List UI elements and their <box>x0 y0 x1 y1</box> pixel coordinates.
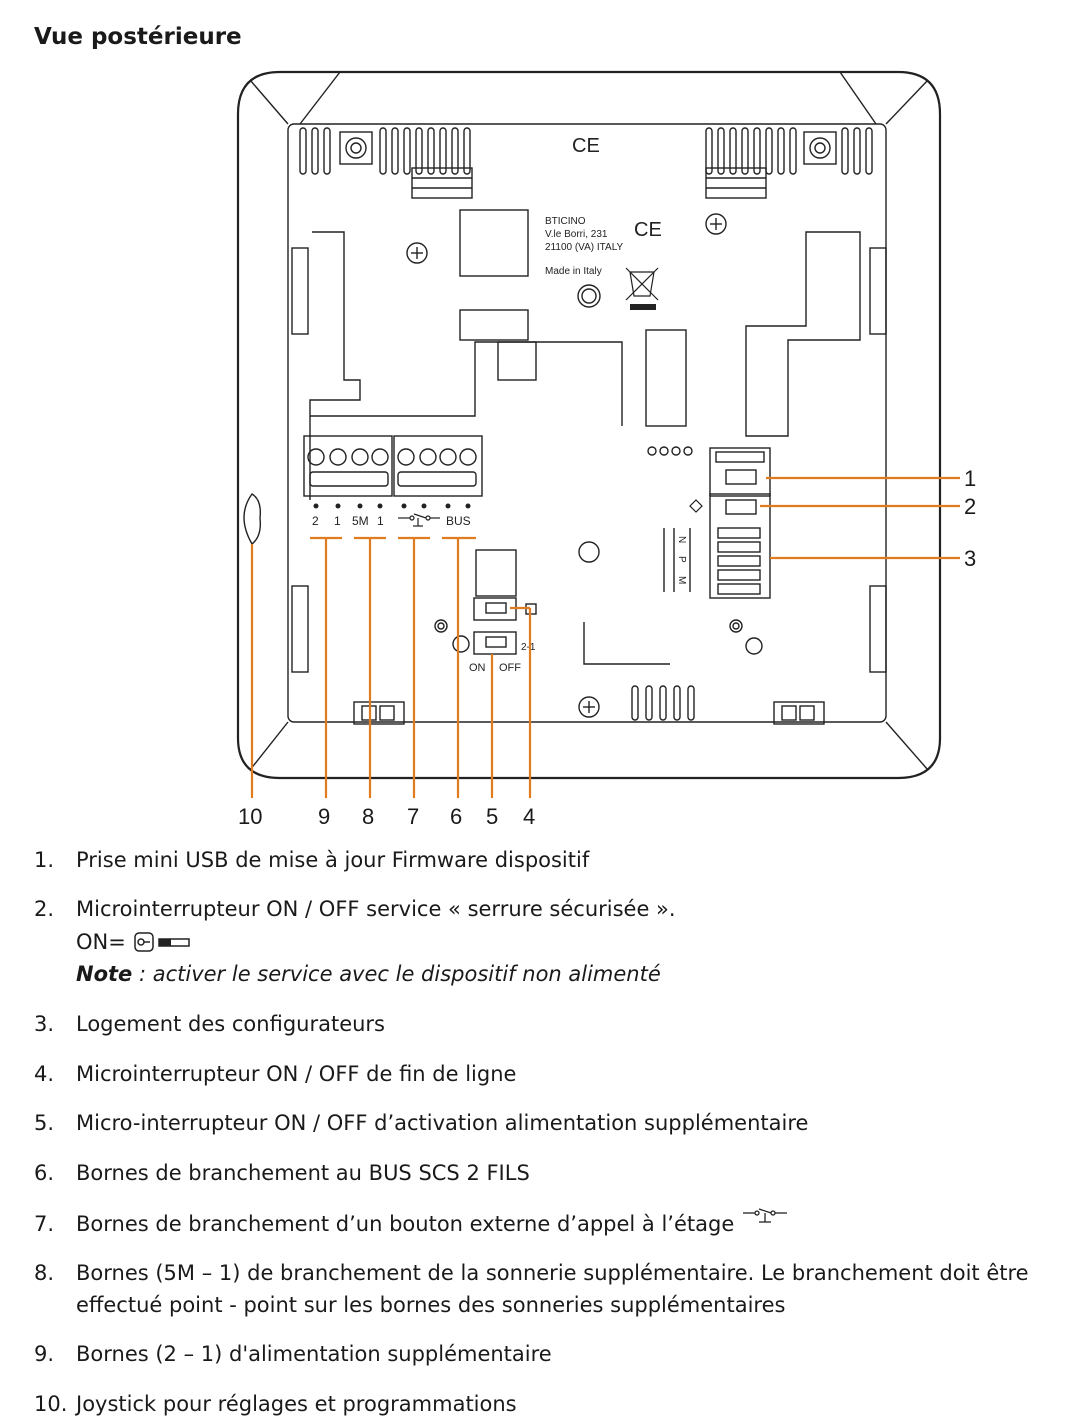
joystick <box>243 493 262 546</box>
legend-text-5: Micro-interrupteur ON / OFF d’activation… <box>76 1111 809 1135</box>
legend-item-1: 1.Prise mini USB de mise à jour Firmware… <box>34 848 590 872</box>
legend-item-3: 3.Logement des configurateurs <box>34 1012 386 1036</box>
vent-slots-top-left <box>299 127 471 175</box>
legend-item-8: 8.Bornes (5M – 1) de branchement de la s… <box>34 1261 1029 1285</box>
screw-bottom <box>578 696 600 718</box>
device-outer-frame <box>236 70 942 780</box>
config-letter-p: P <box>676 556 687 563</box>
callout-5: 5 <box>486 804 498 829</box>
ce-mark-label: CE <box>634 219 662 241</box>
callout-10: 10 <box>238 804 262 829</box>
device-rear-view-diagram: CE BTICINO V.le Borri, 231 21100 (VA) IT… <box>236 70 976 829</box>
device-inner-panel <box>287 123 887 723</box>
page-title: Vue postérieure <box>34 24 242 50</box>
legend-item-8-cont: effectué point - point sur les bornes de… <box>76 1293 786 1317</box>
maker-label: BTICINO <box>545 216 586 227</box>
switch-2-1-label: 2-1 <box>521 642 536 653</box>
terminal-label-1b: 1 <box>377 514 384 528</box>
legend-text-7: Bornes de branchement d’un bouton extern… <box>76 1212 735 1236</box>
callout-3: 3 <box>964 546 976 571</box>
usb-port-housing <box>709 447 771 497</box>
legend-item-9: 9.Bornes (2 – 1) d'alimentation suppléme… <box>34 1342 552 1366</box>
city-label: 21100 (VA) ITALY <box>545 242 624 253</box>
vent-slots-top-right <box>705 127 873 175</box>
terminal-label-2: 2 <box>312 514 319 528</box>
legend-text-6: Bornes de branchement au BUS SCS 2 FILS <box>76 1161 530 1185</box>
call-button-symbol-icon <box>398 513 440 527</box>
screw-left <box>406 242 428 264</box>
callout-1: 1 <box>964 466 976 491</box>
legend-item-2-note: Note : activer le service avec le dispos… <box>76 962 661 986</box>
legend-text-4: Microinterrupteur ON / OFF de fin de lig… <box>76 1062 517 1086</box>
ce-mark-top: CE <box>572 135 600 157</box>
callout-6: 6 <box>450 804 462 829</box>
end-of-line-switch <box>473 597 517 621</box>
configurator-slot <box>709 493 771 599</box>
terminal-label-bus: BUS <box>446 514 471 528</box>
legend-item-10: 10.Joystick pour réglages et programmati… <box>34 1392 517 1416</box>
legend-text-1: Prise mini USB de mise à jour Firmware d… <box>76 848 590 872</box>
origin-label: Made in Italy <box>545 266 602 277</box>
legend-text-10: Joystick pour réglages et programmations <box>76 1392 517 1416</box>
terminal-label-5m: 5M <box>352 514 369 528</box>
call-button-icon <box>742 1208 787 1223</box>
lock-key-icon <box>133 932 190 952</box>
street-label: V.le Borri, 231 <box>545 229 608 240</box>
callout-4: 4 <box>523 804 535 829</box>
weee-bin-icon <box>625 267 659 301</box>
secure-lock-switch <box>725 499 757 515</box>
legend-text-8: Bornes (5M – 1) de branchement de la son… <box>76 1261 1029 1285</box>
legend-item-6: 6.Bornes de branchement au BUS SCS 2 FIL… <box>34 1161 530 1185</box>
lock-key-icon <box>689 499 703 513</box>
callout-2: 2 <box>964 494 976 519</box>
legend-item-5: 5.Micro-interrupteur ON / OFF d’activati… <box>34 1111 809 1135</box>
legend-text-9: Bornes (2 – 1) d'alimentation supplément… <box>76 1342 552 1366</box>
callout-7: 7 <box>407 804 419 829</box>
legend-item-7: 7.Bornes de branchement d’un bouton exte… <box>34 1207 789 1240</box>
callout-8: 8 <box>362 804 374 829</box>
extra-power-switch <box>473 631 517 655</box>
legend-text-2: Microinterrupteur ON / OFF service « ser… <box>76 897 676 921</box>
switch-on-label: ON <box>469 662 486 674</box>
screw-right <box>705 213 727 235</box>
callout-9: 9 <box>318 804 330 829</box>
legend-item-4: 4.Microinterrupteur ON / OFF de fin de l… <box>34 1062 517 1086</box>
config-letter-m: M <box>676 576 687 584</box>
legend-item-2-on: ON= <box>76 926 197 958</box>
legend-text-3: Logement des configurateurs <box>76 1012 386 1036</box>
switch-off-label: OFF <box>499 662 521 674</box>
config-letter-n: N <box>676 536 687 543</box>
terminal-label-1: 1 <box>334 514 341 528</box>
terminal-block-left <box>303 435 393 497</box>
terminal-block-right <box>393 435 483 497</box>
legend-item-2: 2.Microinterrupteur ON / OFF service « s… <box>34 897 676 921</box>
